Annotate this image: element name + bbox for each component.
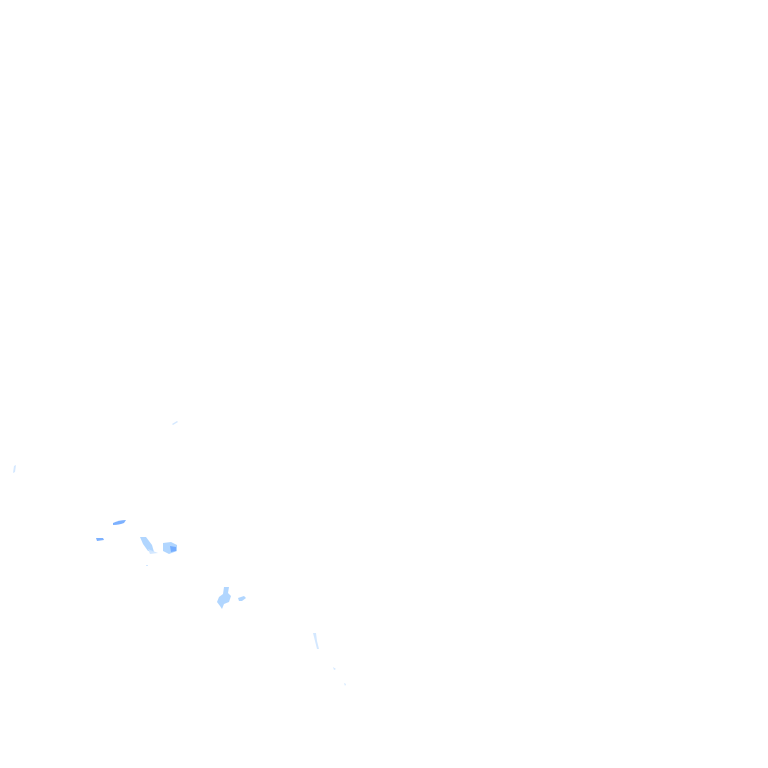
precip-cell	[140, 537, 154, 552]
precip-cell	[333, 667, 336, 670]
precip-cell	[113, 520, 126, 525]
precip-cell	[172, 421, 178, 425]
precip-cell	[96, 538, 104, 541]
precip-cell	[344, 683, 346, 686]
precip-cell	[148, 549, 158, 554]
precip-cell	[13, 465, 16, 473]
precip-cell	[217, 587, 231, 609]
precip-cell	[170, 546, 176, 552]
precip-cell	[313, 633, 319, 649]
precip-cell	[146, 565, 148, 566]
precip-cell	[238, 596, 246, 601]
